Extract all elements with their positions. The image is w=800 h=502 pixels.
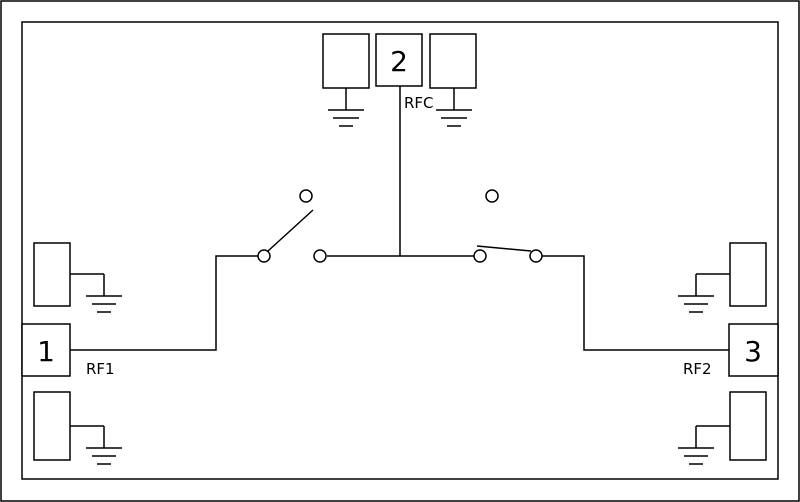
rfc-port: 2 [375,33,423,87]
left-upper-ground-pad [33,242,122,313]
rf2-port-number: 3 [744,335,762,368]
inner-frame [21,21,779,480]
right-switch [473,189,543,263]
right-lower-ground-pad [678,391,767,465]
rf2-port: 3 [728,323,779,377]
right-switch-common-contact [473,249,487,263]
rf1-trace [70,255,258,351]
rf2-trace [542,255,729,351]
right-upper-ground-pad [678,242,767,313]
rfc-label: RFC [404,94,434,112]
left-switch-open-contact [299,189,313,203]
rf2-label: RF2 [683,360,712,378]
rfc-port-box [375,33,423,87]
left-switch-arm [267,209,314,252]
rf1-port-number: 1 [37,335,55,368]
right-switch-open-contact [485,189,499,203]
left-switch [257,189,327,263]
left-switch-pivot [257,249,271,263]
right-switch-arm [476,245,532,252]
left-switch-common-contact [313,249,327,263]
top-left-ground-pad [322,33,370,127]
rf2-port-box [728,323,779,377]
rf1-port-box [21,323,71,377]
top-right-ground-pad [429,33,477,127]
rf1-label: RF1 [86,360,115,378]
left-lower-ground-pad [33,391,122,465]
rf1-port: 1 [21,323,71,377]
rfc-port-number: 2 [390,45,408,78]
right-switch-pivot [529,249,543,263]
